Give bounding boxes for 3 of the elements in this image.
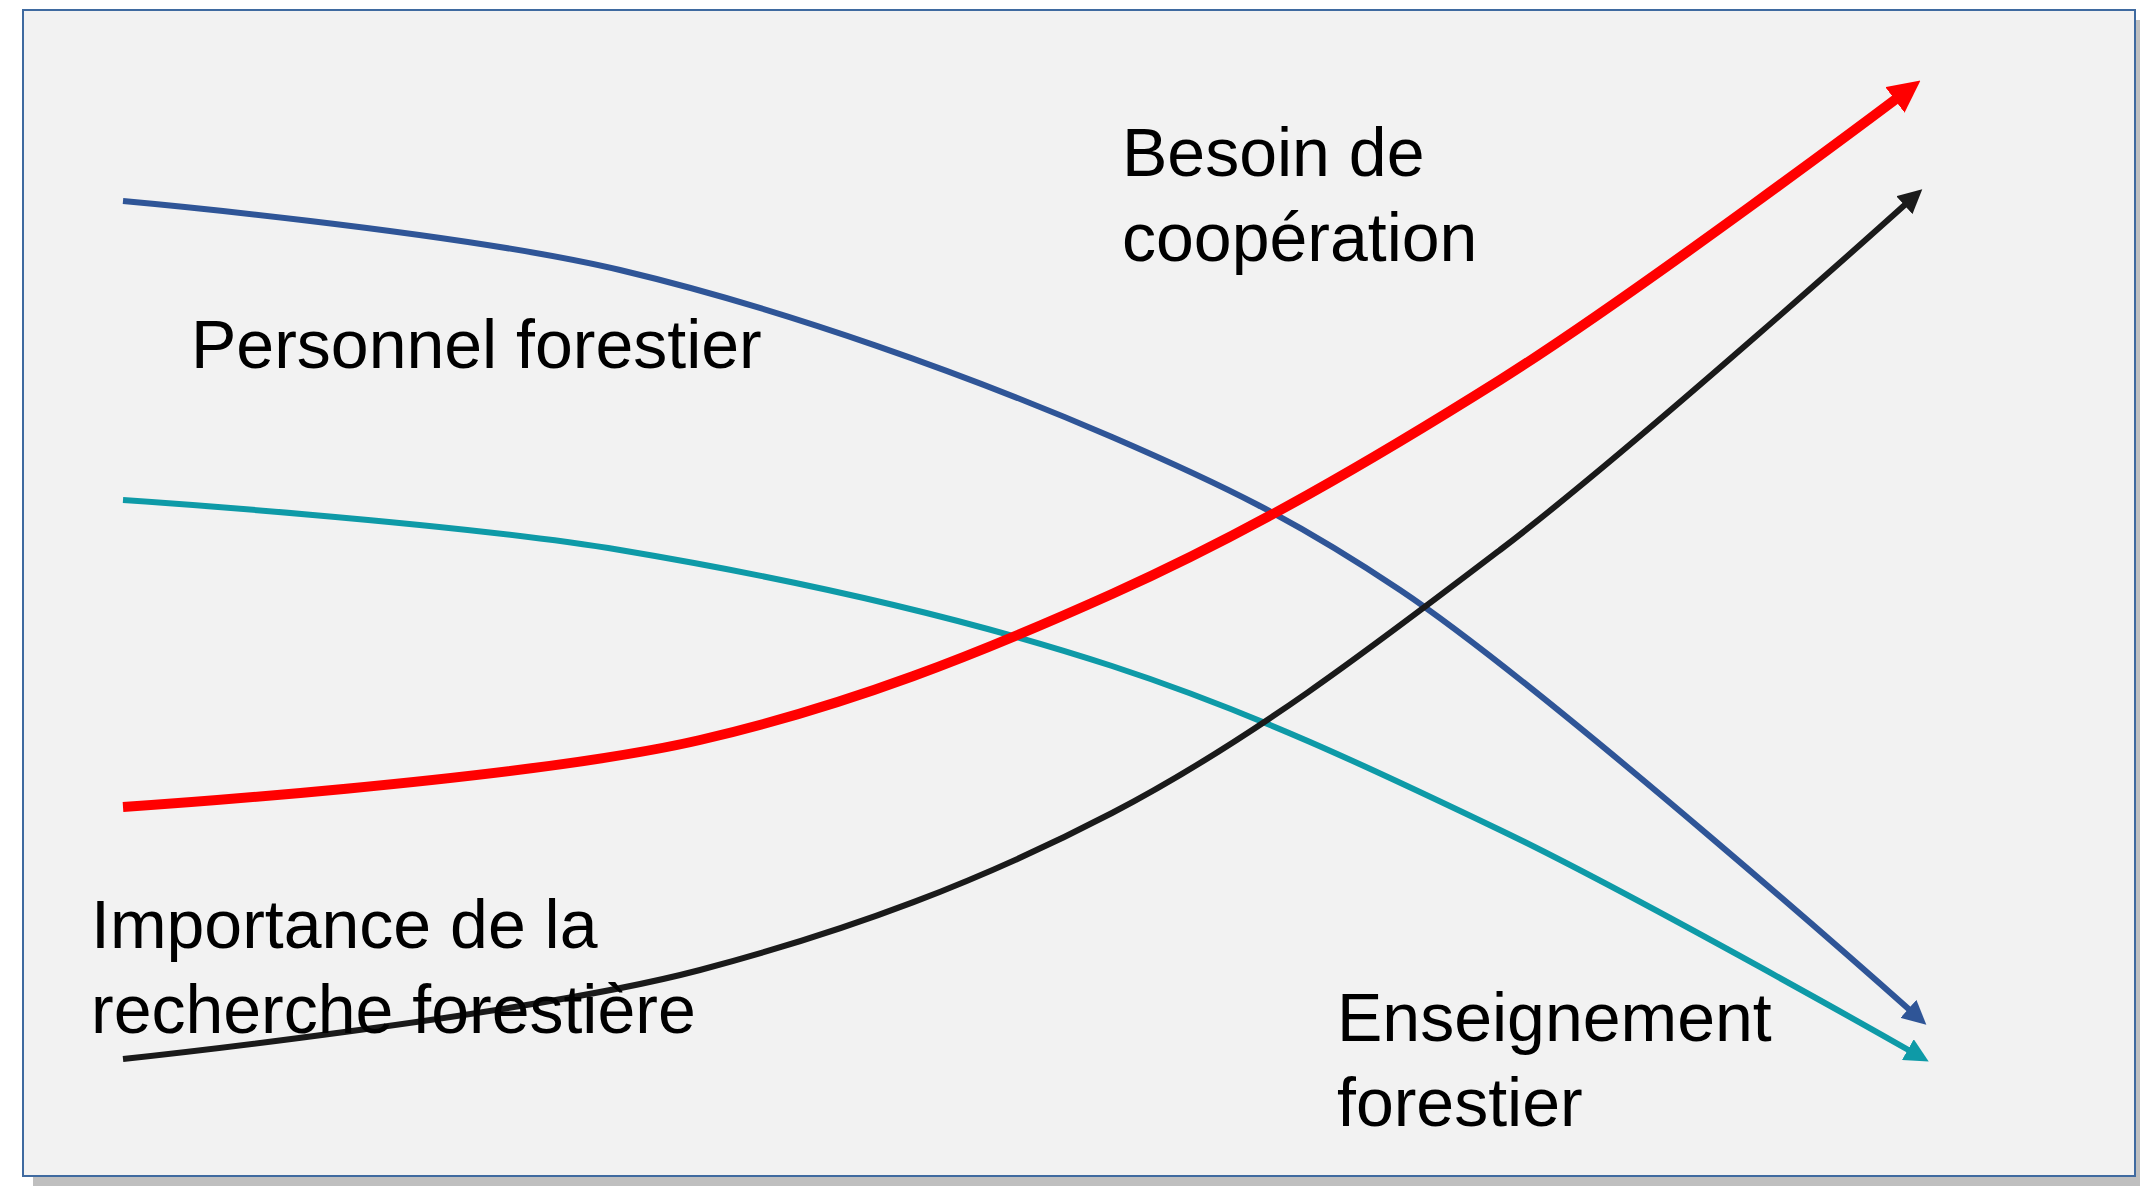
curve-label: Besoin de coopération [1122,113,1479,277]
curve-label: Personnel forestier [191,305,763,384]
curve-label: Enseignement forestier [1337,978,1773,1142]
